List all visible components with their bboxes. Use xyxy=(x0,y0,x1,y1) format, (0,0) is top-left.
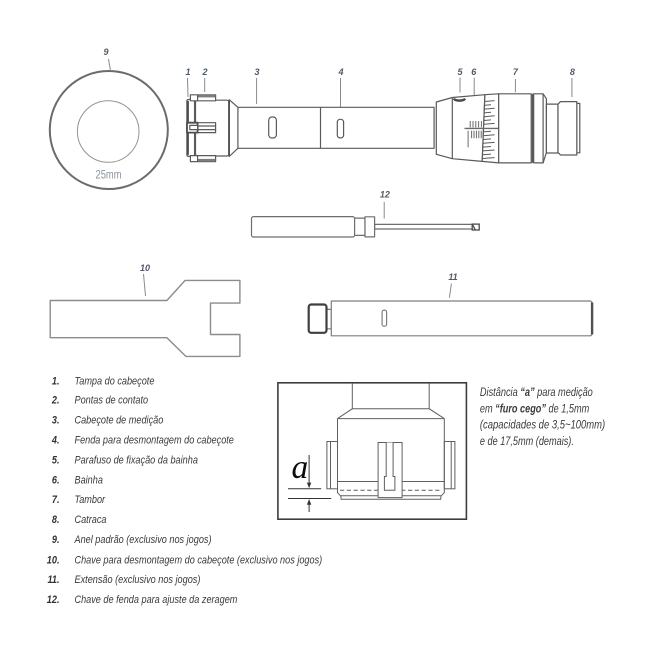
svg-text:10.: 10. xyxy=(47,555,60,567)
svg-text:6: 6 xyxy=(471,67,477,77)
svg-text:Tambor: Tambor xyxy=(75,494,107,506)
svg-text:e de 17,5mm (demais).: e de 17,5mm (demais). xyxy=(480,436,574,448)
svg-text:Tampa do cabeçote: Tampa do cabeçote xyxy=(75,375,155,387)
svg-text:Chave de fenda para ajuste da: Chave de fenda para ajuste da zeragem xyxy=(75,594,238,606)
svg-text:4: 4 xyxy=(337,67,343,77)
svg-text:Distância “a” para medição: Distância “a” para medição xyxy=(480,387,593,399)
svg-text:1: 1 xyxy=(185,67,190,77)
svg-text:8: 8 xyxy=(570,67,575,77)
svg-text:Cabeçote de medição: Cabeçote de medição xyxy=(75,414,164,426)
svg-text:2.: 2. xyxy=(51,395,59,407)
svg-text:(capacidades de 3,5~100mm): (capacidades de 3,5~100mm) xyxy=(480,420,605,432)
svg-text:10: 10 xyxy=(140,263,150,273)
svg-text:Parafuso de fixação da bainha: Parafuso de fixação da bainha xyxy=(75,454,198,466)
svg-text:Extensão (exclusivo nos jogos): Extensão (exclusivo nos jogos) xyxy=(75,574,201,586)
svg-text:Catraca: Catraca xyxy=(75,514,107,526)
svg-text:4.: 4. xyxy=(51,434,59,446)
svg-text:5.: 5. xyxy=(52,454,60,466)
svg-text:2: 2 xyxy=(201,67,207,77)
svg-text:1.: 1. xyxy=(52,375,60,387)
svg-text:Bainha: Bainha xyxy=(75,474,103,486)
svg-text:9.: 9. xyxy=(52,534,60,546)
svg-text:11.: 11. xyxy=(48,574,60,586)
svg-text:25mm: 25mm xyxy=(96,169,122,181)
svg-text:Anel padrão (exclusivo nos jog: Anel padrão (exclusivo nos jogos) xyxy=(74,534,212,546)
svg-text:Pontas de contato: Pontas de contato xyxy=(75,395,149,407)
svg-text:7.: 7. xyxy=(52,494,60,506)
svg-text:7: 7 xyxy=(513,67,519,77)
svg-text:12.: 12. xyxy=(47,594,60,606)
svg-text:9: 9 xyxy=(103,47,108,57)
svg-text:3: 3 xyxy=(254,67,259,77)
svg-text:11: 11 xyxy=(448,272,457,282)
svg-text:6.: 6. xyxy=(52,474,60,486)
svg-text:3.: 3. xyxy=(52,414,60,426)
svg-text:8.: 8. xyxy=(52,514,60,526)
svg-text:5: 5 xyxy=(457,67,463,77)
svg-text:Chave para desmontagem do cabe: Chave para desmontagem do cabeçote (excl… xyxy=(75,555,323,567)
svg-text:Fenda para desmontagem do cabe: Fenda para desmontagem do cabeçote xyxy=(75,434,234,446)
svg-text:em “furo cego” de 1,5mm: em “furo cego” de 1,5mm xyxy=(480,403,590,415)
svg-text:12: 12 xyxy=(380,189,390,199)
svg-text:a: a xyxy=(292,449,309,486)
